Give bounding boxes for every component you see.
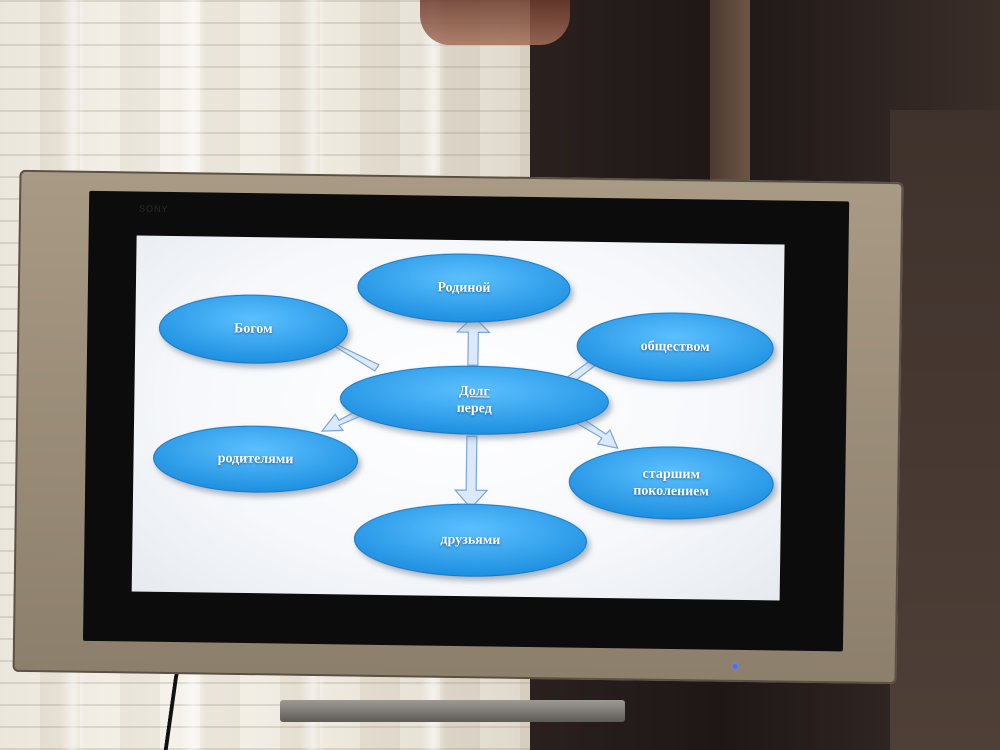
label-center: Долг перед: [457, 383, 493, 417]
label-roditelyami: родителями: [217, 451, 294, 468]
label-starshim-pokoleniem: старшим поколением: [633, 465, 709, 500]
label-druzyami: друзьями: [440, 532, 501, 549]
node-druzyami: [353, 503, 587, 577]
label-obshchestvom: обществом: [640, 339, 710, 356]
curtain-cornice: [420, 0, 570, 45]
power-led-icon: [732, 663, 738, 669]
mind-map-diagram: [153, 253, 774, 577]
tv-brand-logo: SONY: [138, 203, 169, 214]
node-starshim: [568, 446, 774, 520]
arrow-down: [453, 435, 489, 510]
node-center: [339, 365, 609, 435]
node-obshchestvom: [576, 312, 774, 382]
television: SONY: [12, 169, 904, 685]
node-roditelyami: [153, 425, 359, 493]
label-center-line2: перед: [456, 400, 492, 417]
arrow-up: [455, 315, 491, 366]
label-bogom: Богом: [233, 321, 273, 337]
label-starshim-line1: старшим: [642, 466, 701, 483]
wall-panel: [890, 110, 1000, 750]
label-starshim-line2: поколением: [633, 483, 710, 500]
tv-screen: Родиной Богом обществом Долг перед родит…: [131, 235, 785, 601]
label-center-line1: Долг: [459, 384, 490, 400]
label-rodinoi: Родиной: [437, 280, 491, 296]
tv-stand: [280, 700, 625, 722]
door-frame: [710, 0, 750, 200]
node-bogom: [158, 294, 348, 364]
node-rodinoi: [357, 253, 571, 323]
